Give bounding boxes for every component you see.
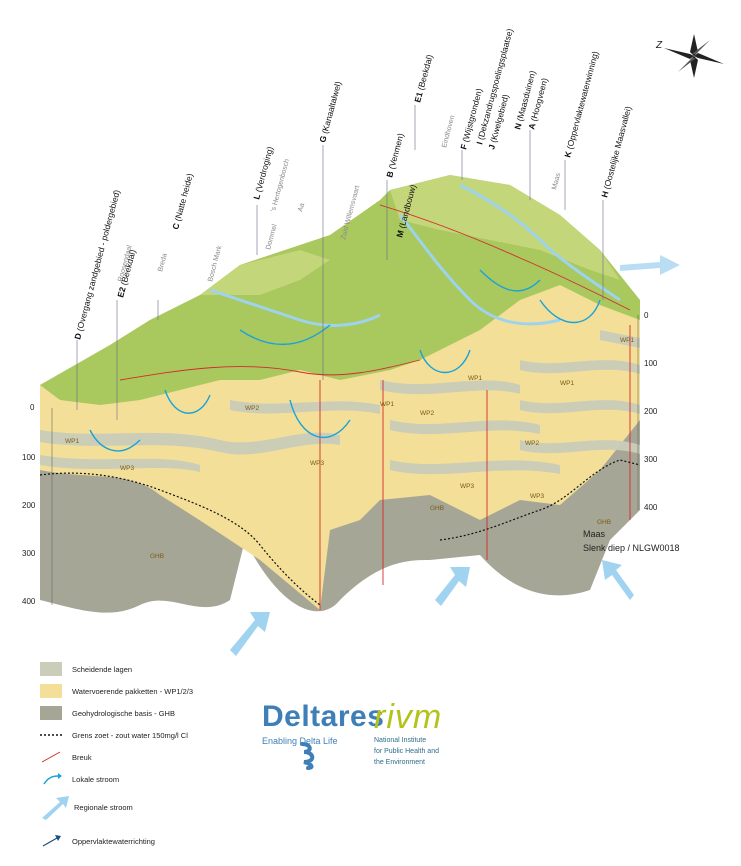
left-axis-tick-100: 100 bbox=[22, 453, 36, 462]
svg-text:B (Venmen): B (Venmen) bbox=[384, 132, 405, 179]
svg-text:WP3: WP3 bbox=[530, 493, 544, 500]
regional-flow-icon bbox=[40, 794, 70, 820]
legend-item: Regionale stroom bbox=[40, 794, 133, 820]
svg-text:WP2: WP2 bbox=[525, 440, 539, 447]
right-axis-tick-0: 0 bbox=[644, 311, 649, 320]
left-axis-tick-200: 200 bbox=[22, 501, 36, 510]
legend-item: Scheidende lagen bbox=[40, 660, 132, 678]
svg-text:Maas: Maas bbox=[551, 172, 562, 191]
svg-text:WP2: WP2 bbox=[420, 410, 434, 417]
svg-text:Dommel: Dommel bbox=[265, 223, 279, 250]
svg-text:WP1: WP1 bbox=[560, 380, 574, 387]
left-axis-tick-300: 300 bbox=[22, 549, 36, 558]
deltares-wave-icon bbox=[298, 740, 322, 770]
svg-text:WP2: WP2 bbox=[245, 405, 259, 412]
surface-water-direction-icon bbox=[40, 834, 62, 848]
fault-line-icon bbox=[40, 750, 62, 764]
section-caption-line2: Slenk diep / NLGW0018 bbox=[583, 543, 680, 553]
compass-rose-icon: Z bbox=[655, 34, 724, 78]
legend-item: Breuk bbox=[40, 748, 92, 766]
svg-text:G (Kanaaltalwel): G (Kanaaltalwel) bbox=[317, 80, 343, 143]
svg-text:Z: Z bbox=[655, 40, 663, 51]
svg-text:GHB: GHB bbox=[430, 505, 444, 512]
svg-text:H (Oostelijke Maasvallei): H (Oostelijke Maasvallei) bbox=[599, 105, 633, 199]
svg-text:L (Verdroging): L (Verdroging) bbox=[251, 145, 275, 200]
svg-text:D (Overgang zandgebied - polde: D (Overgang zandgebied - poldergebied) bbox=[72, 189, 122, 341]
rivm-logo: rivm National Institute for Public Healt… bbox=[374, 700, 442, 767]
separating-layers-swatch bbox=[40, 662, 62, 676]
svg-text:Bosch Mark: Bosch Mark bbox=[207, 245, 223, 283]
svg-text:E1 (Beekdal): E1 (Beekdal) bbox=[412, 53, 434, 103]
legend: Scheidende lagen Watervoerende pakketten… bbox=[40, 660, 300, 860]
right-axis-tick-400: 400 bbox=[644, 503, 658, 512]
left-axis-tick-400: 400 bbox=[22, 597, 36, 606]
local-flow-icon bbox=[40, 772, 62, 786]
right-axis-tick-100: 100 bbox=[644, 359, 658, 368]
legend-item: Watervoerende pakketten - WP1/2/3 bbox=[40, 682, 193, 700]
svg-text:GHB: GHB bbox=[597, 519, 611, 526]
svg-text:WP3: WP3 bbox=[460, 483, 474, 490]
svg-text:Aa: Aa bbox=[297, 202, 306, 212]
right-depth-axis: 0 100 200 300 400 bbox=[638, 311, 658, 512]
svg-text:WP1: WP1 bbox=[620, 337, 634, 344]
legend-item: Grens zoet - zout water 150mg/l Cl bbox=[40, 726, 188, 744]
right-axis-tick-200: 200 bbox=[644, 407, 658, 416]
svg-text:Eindhoven: Eindhoven bbox=[441, 115, 456, 149]
svg-text:WP3: WP3 bbox=[120, 465, 134, 472]
left-axis-tick-0: 0 bbox=[30, 403, 35, 412]
svg-text:WP1: WP1 bbox=[65, 438, 79, 445]
section-caption-line1: Maas bbox=[583, 529, 606, 539]
svg-text:K (Oppervlaktewaterwinning): K (Oppervlaktewaterwinning) bbox=[562, 50, 600, 159]
svg-text:WP1: WP1 bbox=[468, 375, 482, 382]
right-axis-tick-300: 300 bbox=[644, 455, 658, 464]
aquifer-swatch bbox=[40, 684, 62, 698]
deltares-logo: Deltares Enabling Delta Life bbox=[262, 700, 384, 746]
dotted-line-icon bbox=[40, 728, 62, 742]
svg-text:WP3: WP3 bbox=[310, 460, 324, 467]
svg-text:C (Natte heide): C (Natte heide) bbox=[170, 172, 195, 230]
svg-text:'s Hertogenbosch: 's Hertogenbosch bbox=[270, 158, 291, 212]
svg-text:GHB: GHB bbox=[150, 553, 164, 560]
svg-text:WP1: WP1 bbox=[380, 401, 394, 408]
ghb-swatch bbox=[40, 706, 62, 720]
legend-item: Lokale stroom bbox=[40, 770, 119, 788]
legend-item: Oppervlaktewaterrichting bbox=[40, 832, 155, 850]
legend-item: Geohydrologische basis - GHB bbox=[40, 704, 175, 722]
svg-text:Breda: Breda bbox=[157, 253, 169, 273]
